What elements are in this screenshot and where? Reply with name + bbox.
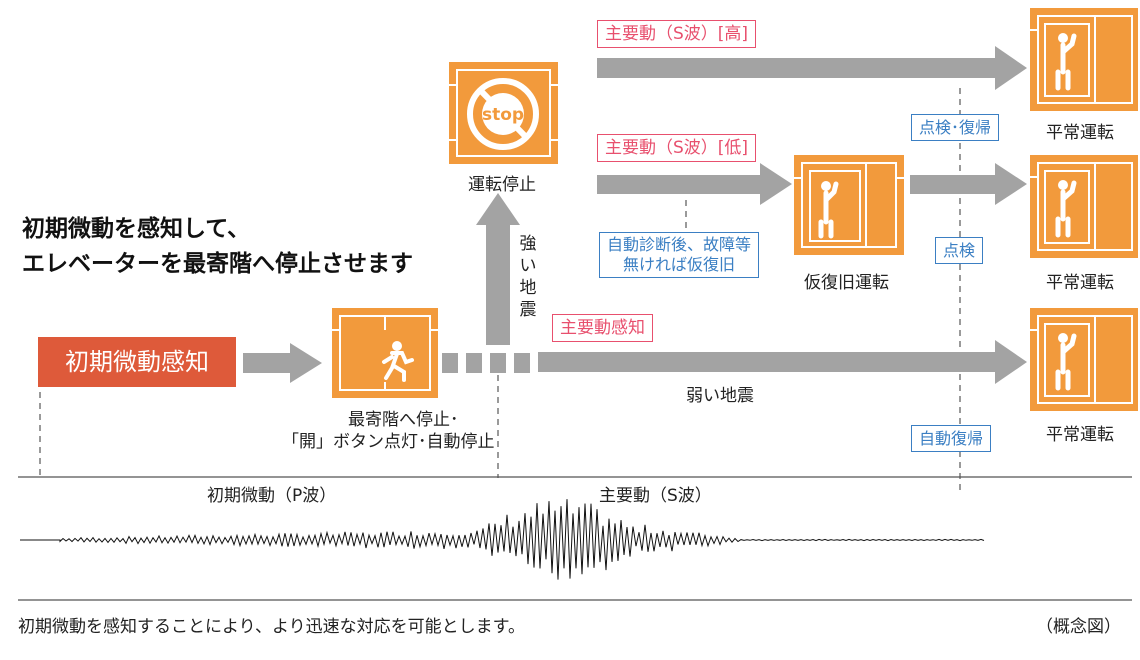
dash-block: [514, 353, 530, 373]
stop-nearest-line-2: 「開」ボタン点灯･自動停止: [282, 432, 495, 452]
temp-recovery-label: 仮復旧運転: [804, 273, 889, 293]
normal-op-label-3: 平常運転: [1046, 425, 1114, 445]
inspect-restore-badge: 点検･復帰: [911, 114, 1000, 141]
initial-detection-box: 初期微動感知: [38, 337, 236, 387]
arrow-s-wave-high: [597, 46, 1027, 90]
arrow-strong-quake: [476, 193, 520, 345]
strong-quake-char: い: [519, 256, 537, 276]
strong-quake-char: 地: [519, 278, 537, 298]
concept-note: （概念図）: [1036, 617, 1121, 637]
stop-nearest-label: 最寄階へ停止･ 「開」ボタン点灯･自動停止: [282, 409, 495, 453]
s-wave-high-badge: 主要動（S波）[高]: [597, 20, 757, 48]
inspect-badge: 点検: [935, 237, 984, 264]
stop-nearest-line-1: 最寄階へ停止･: [348, 410, 459, 430]
stop-sign-text: stop: [482, 105, 524, 125]
dash-block: [490, 353, 506, 373]
normal-op-label-1: 平常運転: [1046, 123, 1114, 143]
arrow-to-nearest-stop: [243, 343, 322, 383]
operation-stop-label: 運転停止: [468, 175, 536, 195]
auto-restore-badge: 自動復帰: [911, 425, 992, 452]
arrow-s-wave-low: [597, 163, 792, 205]
flow-arrows: [243, 46, 1027, 384]
s-wave-low-badge: 主要動（S波）[低]: [597, 134, 757, 162]
strong-quake-label: 強 い 地 震: [518, 233, 538, 321]
strong-quake-char: 強: [519, 234, 537, 254]
s-wave-label: 主要動（S波）: [599, 486, 712, 506]
footnote: 初期微動を感知することにより、より迅速な対応を可能とします。: [18, 617, 525, 637]
auto-diagnosis-box: 自動診断後、故障等 無ければ仮復旧: [599, 232, 760, 278]
arrow-weak-quake: [538, 340, 1027, 384]
elevator-person-icon-normal-1: [1030, 8, 1138, 111]
dashed-guides: [39, 88, 961, 490]
headline-line-1: 初期微動を感知して、: [22, 216, 251, 242]
weak-quake-label: 弱い地震: [686, 386, 754, 406]
headline-line-2: エレベーターを最寄階へ停止させます: [22, 251, 413, 277]
arrow-to-normal-2: [910, 163, 1027, 205]
headline: 初期微動を感知して、 エレベーターを最寄階へ停止させます: [22, 212, 413, 282]
p-wave-label: 初期微動（P波）: [207, 486, 337, 506]
dash-block: [466, 353, 482, 373]
elevator-running-person-icon: [332, 308, 438, 398]
elevator-person-icon-normal-2: [1030, 155, 1138, 258]
normal-op-label-2: 平常運転: [1046, 273, 1114, 293]
strong-quake-char: 震: [519, 300, 537, 320]
elevator-person-icon-normal-3: [1030, 308, 1138, 411]
seismic-waveform: [20, 499, 985, 580]
dash-block: [442, 353, 458, 373]
main-motion-detect-badge: 主要動感知: [552, 314, 653, 342]
auto-diagnosis-line-2: 無ければ仮復旧: [623, 255, 736, 274]
auto-diagnosis-line-1: 自動診断後、故障等: [607, 235, 752, 254]
elevator-stop-icon: stop: [449, 62, 558, 164]
elevator-person-icon-temp: [794, 155, 904, 255]
